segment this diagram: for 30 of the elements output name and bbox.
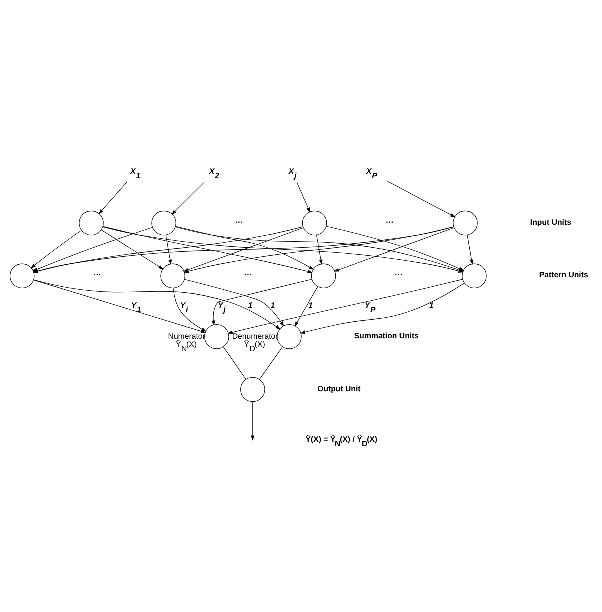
arrow [101,229,164,270]
arrow [294,286,318,326]
arrow [251,401,255,440]
arrow [212,278,312,326]
arrow [300,282,465,334]
node-circle [240,376,266,402]
connector [223,346,246,380]
arrow [98,182,128,214]
connector [259,346,283,380]
arrow [176,226,314,270]
node-circle [453,210,478,236]
arrow [34,279,281,330]
node-circle [204,324,230,349]
arrow [296,182,310,212]
arrow [386,180,456,217]
node-circle [79,210,104,236]
node-circle [277,324,302,349]
arrow [173,287,207,332]
node-circle [311,263,336,288]
arrow [166,234,172,264]
arrow [172,182,205,215]
arrow [316,234,323,264]
arrow [467,234,474,264]
arrow [184,278,284,326]
node-circle [462,263,487,288]
node-circle [160,263,186,288]
arrow [30,230,82,268]
arrow [334,227,454,272]
arrow [228,278,463,334]
node-circle [302,210,328,236]
